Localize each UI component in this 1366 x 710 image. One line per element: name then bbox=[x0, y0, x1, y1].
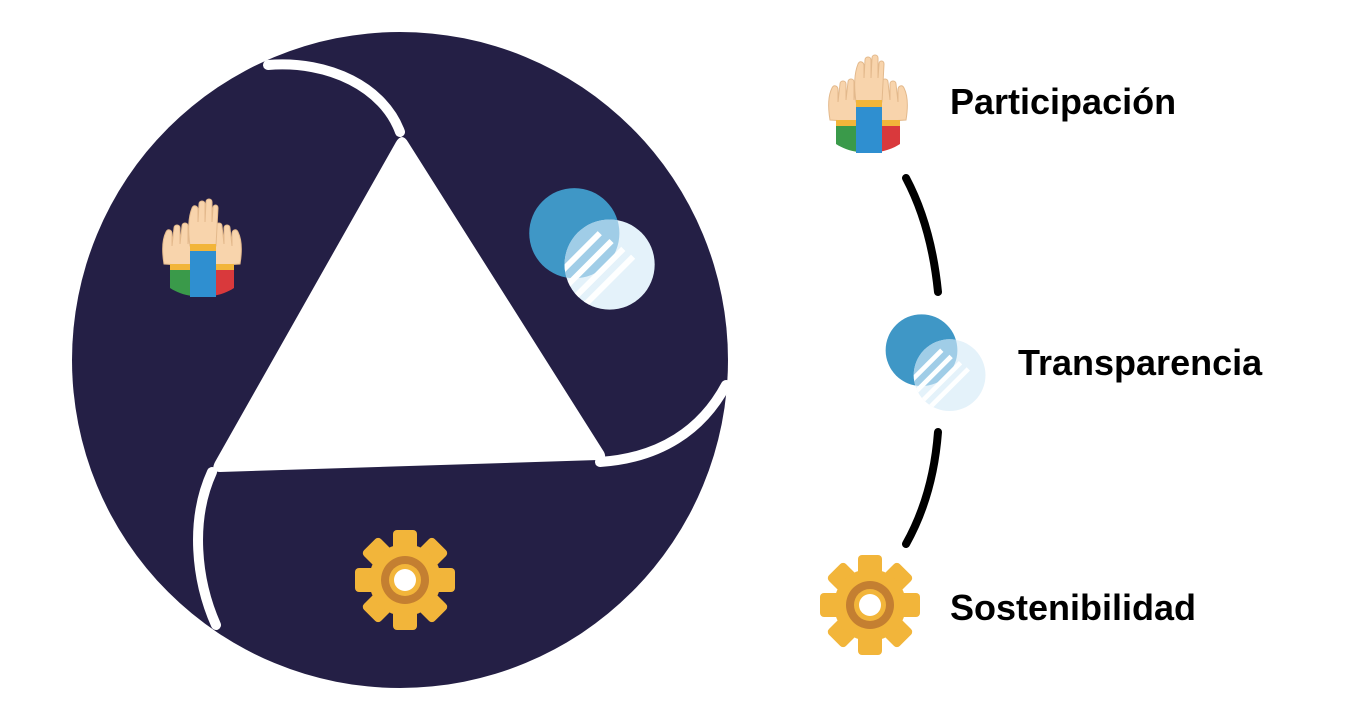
divider-bottom bbox=[193, 467, 221, 630]
legend-raised-hands-icon bbox=[828, 54, 908, 154]
connector-arc-top bbox=[902, 174, 942, 296]
label-transparencia: Transparencia bbox=[1018, 342, 1263, 383]
center-triangle bbox=[213, 137, 606, 472]
label-sostenibilidad: Sostenibilidad bbox=[950, 587, 1197, 628]
divider-right bbox=[595, 380, 731, 467]
divider-top bbox=[263, 59, 405, 137]
gear-icon bbox=[355, 530, 455, 630]
legend-gear-icon bbox=[820, 555, 920, 655]
connector-arc-bottom bbox=[902, 428, 942, 548]
label-participacion: Participación bbox=[950, 81, 1177, 122]
legend-overlapping-circles-icon bbox=[886, 314, 986, 411]
